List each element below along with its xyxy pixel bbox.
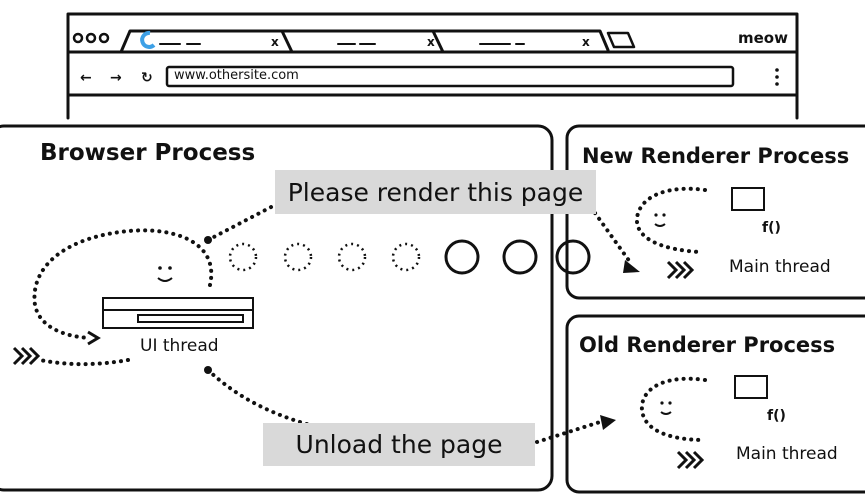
close-tab-icon: x <box>582 35 590 49</box>
address-bar-url[interactable]: www.othersite.com <box>174 68 299 83</box>
address-bar <box>165 65 735 88</box>
loop-arrow-icon <box>87 330 101 346</box>
forward-icon: → <box>110 70 122 86</box>
chevrons-icon <box>12 346 41 366</box>
unload-message: Unload the page <box>263 423 535 466</box>
reload-icon: ↻ <box>141 70 153 86</box>
new-renderer-character: f() <box>634 186 781 280</box>
ipc-messages <box>228 239 591 275</box>
new-renderer-title: New Renderer Process <box>582 144 850 168</box>
old-renderer-thread-label: Main thread <box>736 444 838 464</box>
request-message-text: Please render this page <box>287 177 584 207</box>
new-renderer-thread-label: Main thread <box>729 257 831 277</box>
arrow-to-new-renderer <box>623 260 640 273</box>
smiley-icon <box>158 266 172 270</box>
old-renderer-character: f() <box>639 375 786 470</box>
tab-3 <box>431 29 610 52</box>
book-icon <box>731 187 765 211</box>
back-icon: ← <box>80 70 92 86</box>
tab-1 <box>119 29 294 54</box>
function-icon: f() <box>762 220 781 236</box>
old-renderer-box <box>565 314 865 494</box>
book-icon <box>734 375 768 399</box>
tab-2 <box>280 29 445 54</box>
browser-process-title: Browser Process <box>40 140 256 166</box>
chevrons-icon <box>676 450 705 470</box>
arrow-to-old-renderer <box>600 415 616 430</box>
loading-spinner-icon <box>140 30 156 49</box>
unload-message-text: Unload the page <box>295 430 503 459</box>
request-message: Please render this page <box>275 170 596 214</box>
menu-icon <box>775 68 779 86</box>
browser-process-box <box>0 124 554 492</box>
chevrons-icon <box>666 260 695 280</box>
old-renderer-title: Old Renderer Process <box>579 333 836 357</box>
ui-thread-label: UI thread <box>140 336 219 356</box>
close-tab-icon: x <box>427 35 435 49</box>
ui-thread-loop <box>32 203 632 444</box>
new-tab-icon <box>606 31 636 49</box>
close-tab-icon: x <box>271 35 279 49</box>
browser-window-frame <box>66 12 799 120</box>
mini-browser-icon <box>102 297 254 329</box>
arrowheads <box>204 236 640 430</box>
window-controls-icon <box>72 32 110 44</box>
profile-name[interactable]: meow <box>738 29 788 47</box>
function-icon: f() <box>767 408 786 424</box>
